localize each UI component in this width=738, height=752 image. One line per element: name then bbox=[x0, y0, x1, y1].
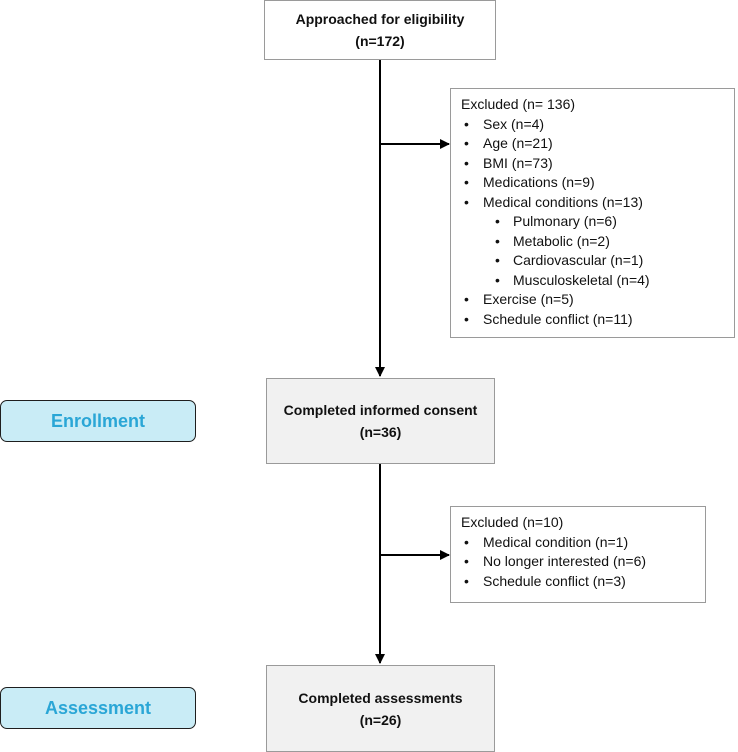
sub-list-item: Metabolic (n=2) bbox=[461, 232, 724, 252]
list-item: Exercise (n=5) bbox=[461, 290, 724, 310]
assessments-count: (n=26) bbox=[359, 711, 402, 728]
exclusions-1-list: Sex (n=4) Age (n=21) BMI (n=73) Medicati… bbox=[461, 115, 724, 213]
list-item: Medical condition (n=1) bbox=[461, 533, 695, 553]
sub-list-item: Cardiovascular (n=1) bbox=[461, 251, 724, 271]
list-item: Age (n=21) bbox=[461, 134, 724, 154]
approached-count: (n=172) bbox=[355, 33, 405, 49]
assessment-phase-label: Assessment bbox=[0, 687, 196, 729]
exclusions-box-1: Excluded (n= 136) Sex (n=4) Age (n=21) B… bbox=[450, 88, 735, 338]
exclusions-1-list-continued: Exercise (n=5) Schedule conflict (n=11) bbox=[461, 290, 724, 329]
list-item: Sex (n=4) bbox=[461, 115, 724, 135]
enrollment-phase-label: Enrollment bbox=[0, 400, 196, 442]
list-item: Schedule conflict (n=3) bbox=[461, 572, 695, 592]
list-item: Medical conditions (n=13) bbox=[461, 193, 724, 213]
exclusions-1-sublist: Pulmonary (n=6) Metabolic (n=2) Cardiova… bbox=[461, 212, 724, 290]
approached-box: Approached for eligibility (n=172) bbox=[264, 0, 496, 60]
consent-title: Completed informed consent bbox=[283, 402, 478, 418]
consent-count: (n=36) bbox=[359, 424, 402, 440]
enrollment-label-text: Enrollment bbox=[50, 410, 145, 431]
assessments-title: Completed assessments bbox=[298, 689, 463, 706]
list-item: Medications (n=9) bbox=[461, 173, 724, 193]
list-item: No longer interested (n=6) bbox=[461, 552, 695, 572]
sub-list-item: Musculoskeletal (n=4) bbox=[461, 271, 724, 291]
exclusions-2-list: Medical condition (n=1) No longer intere… bbox=[461, 533, 695, 592]
sub-list-item: Pulmonary (n=6) bbox=[461, 212, 724, 232]
exclusions-1-heading: Excluded (n= 136) bbox=[461, 96, 576, 112]
exclusions-box-2: Excluded (n=10) Medical condition (n=1) … bbox=[450, 506, 706, 603]
exclusions-2-heading: Excluded (n=10) bbox=[461, 514, 564, 530]
approached-title: Approached for eligibility bbox=[295, 11, 465, 27]
list-item: Schedule conflict (n=11) bbox=[461, 310, 724, 330]
assessments-box: Completed assessments (n=26) bbox=[266, 665, 495, 752]
consent-box: Completed informed consent (n=36) bbox=[266, 378, 495, 464]
list-item: BMI (n=73) bbox=[461, 154, 724, 174]
assessment-label-text: Assessment bbox=[44, 697, 152, 718]
